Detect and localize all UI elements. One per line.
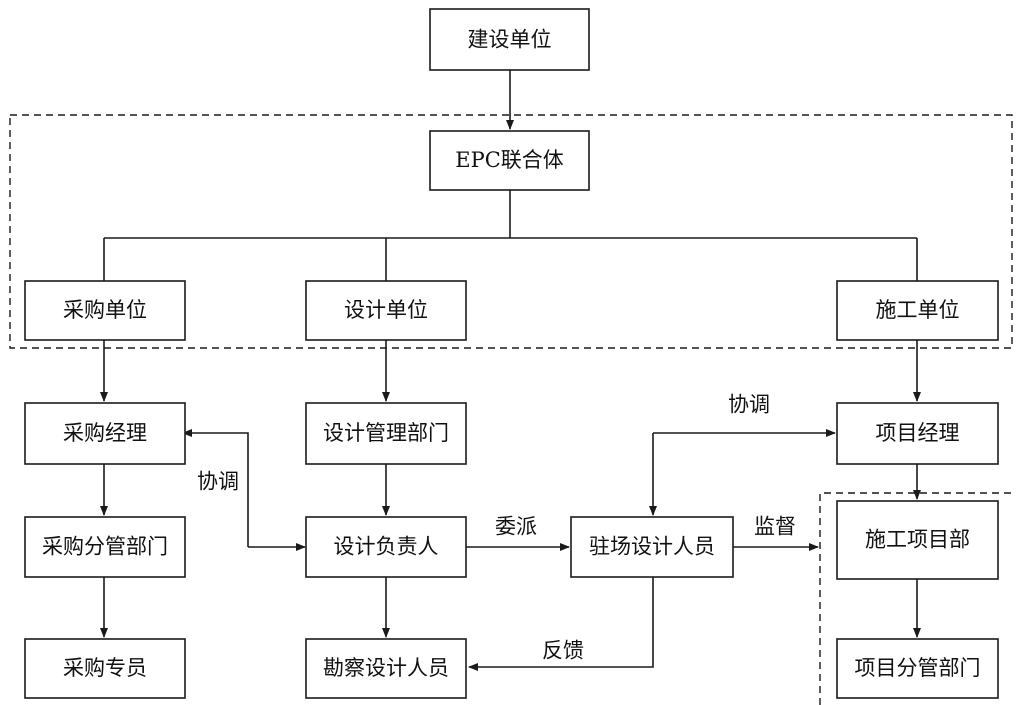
node-procurement-unit: 采购单位 bbox=[24, 280, 186, 341]
node-procurement-specialist-label: 采购专员 bbox=[63, 656, 147, 680]
node-survey-designer-label: 勘察设计人员 bbox=[323, 656, 449, 680]
edge-label-assign: 委派 bbox=[495, 515, 537, 539]
node-construction-unit-label: 施工单位 bbox=[876, 298, 960, 322]
edge-label-coordinate-right: 协调 bbox=[728, 393, 770, 417]
edge-label-coordinate-left: 协调 bbox=[197, 470, 239, 494]
node-project-sub-dept: 项目分管部门 bbox=[836, 638, 999, 699]
node-client: 建设单位 bbox=[429, 8, 590, 71]
node-procurement-specialist: 采购专员 bbox=[24, 638, 186, 699]
connectors bbox=[100, 70, 921, 671]
node-procurement-manager-label: 采购经理 bbox=[63, 421, 147, 445]
node-project-manager-label: 项目经理 bbox=[876, 421, 960, 445]
node-design-unit-label: 设计单位 bbox=[344, 298, 428, 322]
node-project-manager: 项目经理 bbox=[836, 402, 999, 465]
node-construction-unit: 施工单位 bbox=[836, 280, 999, 341]
node-design-mgmt-dept: 设计管理部门 bbox=[305, 402, 467, 465]
arrow-coordinate-to-procurement-manager bbox=[182, 429, 249, 547]
edge-label-supervise: 监督 bbox=[754, 515, 796, 539]
node-onsite-designer: 驻场设计人员 bbox=[570, 516, 734, 578]
node-procurement-manager: 采购经理 bbox=[24, 402, 186, 465]
node-design-mgmt-dept-label: 设计管理部门 bbox=[323, 421, 449, 445]
node-survey-designer: 勘察设计人员 bbox=[305, 638, 467, 699]
node-construction-project-dept-label: 施工项目部 bbox=[865, 528, 970, 552]
edge-label-feedback: 反馈 bbox=[542, 639, 584, 663]
node-client-label: 建设单位 bbox=[468, 28, 552, 52]
node-epc-label: EPC联合体 bbox=[455, 148, 564, 172]
epc-group-frame bbox=[9, 114, 1013, 349]
arrow-feedback bbox=[468, 577, 654, 671]
node-project-sub-dept-label: 项目分管部门 bbox=[855, 656, 981, 680]
node-procurement-sub-dept-label: 采购分管部门 bbox=[42, 535, 168, 559]
node-onsite-designer-label: 驻场设计人员 bbox=[589, 535, 715, 559]
construction-group-frame bbox=[819, 492, 1016, 705]
node-design-unit: 设计单位 bbox=[305, 280, 467, 341]
node-epc: EPC联合体 bbox=[429, 130, 590, 191]
node-procurement-sub-dept: 采购分管部门 bbox=[24, 516, 186, 578]
node-procurement-unit-label: 采购单位 bbox=[63, 298, 147, 322]
node-design-lead: 设计负责人 bbox=[305, 516, 467, 578]
node-construction-project-dept: 施工项目部 bbox=[836, 500, 999, 580]
node-design-lead-label: 设计负责人 bbox=[334, 535, 439, 559]
